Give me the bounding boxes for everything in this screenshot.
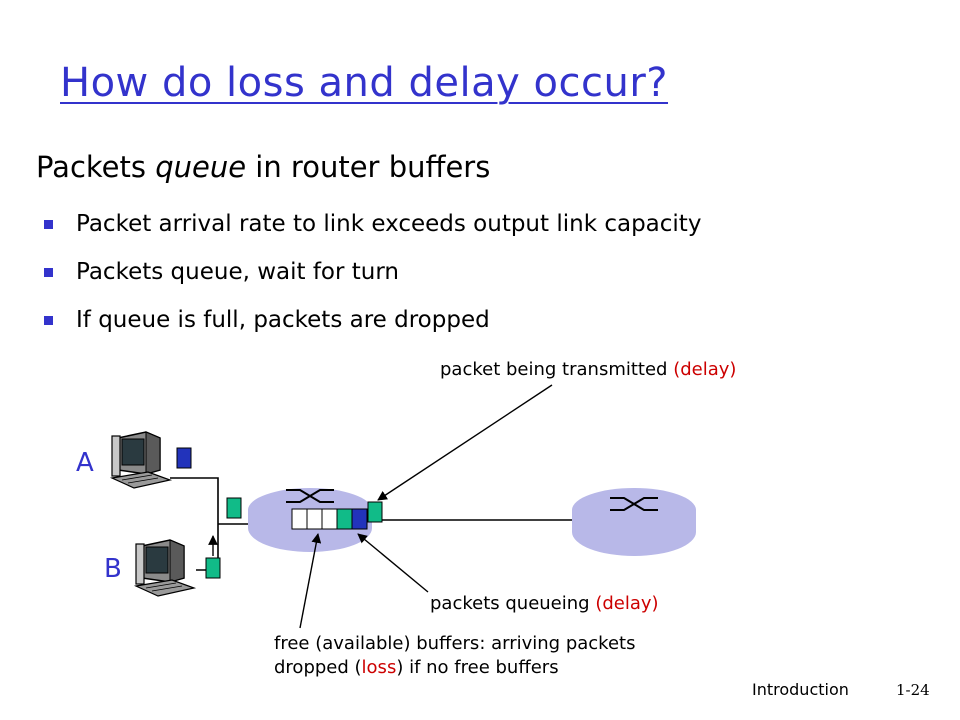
page-number: 1-24: [896, 681, 930, 699]
label-delay-highlight: (delay): [595, 593, 659, 614]
bullet-item: If queue is full, packets are dropped: [36, 300, 701, 348]
label-delay-highlight: (delay): [673, 359, 737, 380]
label-free-buffers-line1: free (available) buffers: arriving packe…: [274, 633, 636, 654]
bullet-text: Packet arrival rate to link exceeds outp…: [76, 211, 702, 237]
label-text: packets queueing: [430, 593, 596, 614]
arrow-queueing: [357, 533, 429, 593]
slide-title: How do loss and delay occur?: [60, 60, 669, 106]
footer-section: Introduction: [752, 680, 849, 699]
label-text: dropped (: [274, 657, 362, 678]
bullet-text: Packets queue, wait for turn: [76, 259, 399, 285]
packet-being-transmitted: [367, 501, 383, 523]
square-bullet-icon: [44, 316, 53, 325]
host-a-computer-icon: [111, 431, 171, 489]
output-buffer-queue: [291, 508, 368, 530]
packet-from-a: [176, 447, 192, 469]
packet-from-b: [205, 557, 221, 579]
packet-arriving: [226, 497, 242, 519]
label-text: ) if no free buffers: [396, 657, 559, 678]
free-buffer-slot: [291, 508, 308, 530]
arrow-transmitted: [377, 384, 553, 501]
subtitle-text-after: in router buffers: [246, 150, 491, 184]
network-links: [170, 477, 580, 571]
queued-packet: [351, 508, 368, 530]
square-bullet-icon: [44, 268, 53, 277]
slide-subtitle: Packets queue in router buffers: [36, 150, 490, 184]
free-buffer-slot: [306, 508, 323, 530]
router-2-icon: [572, 488, 696, 556]
arrow-free-buffers: [299, 533, 322, 629]
subtitle-text-before: Packets: [36, 150, 156, 184]
free-buffer-slot: [321, 508, 338, 530]
label-free-buffers-line2: dropped (loss) if no free buffers: [274, 656, 635, 680]
host-a-label: A: [76, 448, 94, 478]
bullet-item: Packet arrival rate to link exceeds outp…: [36, 204, 701, 252]
label-free-buffers: free (available) buffers: arriving packe…: [274, 632, 635, 680]
label-loss-highlight: loss: [361, 657, 397, 678]
host-b-computer-icon: [135, 539, 195, 597]
label-packets-queueing: packets queueing (delay): [430, 592, 659, 616]
queued-packet: [336, 508, 353, 530]
label-text: packet being transmitted: [440, 359, 674, 380]
bullet-list: Packet arrival rate to link exceeds outp…: [36, 204, 701, 348]
subtitle-emphasis: queue: [155, 150, 247, 184]
host-b-label: B: [104, 554, 122, 584]
bullet-text: If queue is full, packets are dropped: [76, 307, 490, 333]
bullet-item: Packets queue, wait for turn: [36, 252, 701, 300]
label-packet-transmitted: packet being transmitted (delay): [440, 358, 736, 382]
square-bullet-icon: [44, 220, 53, 229]
